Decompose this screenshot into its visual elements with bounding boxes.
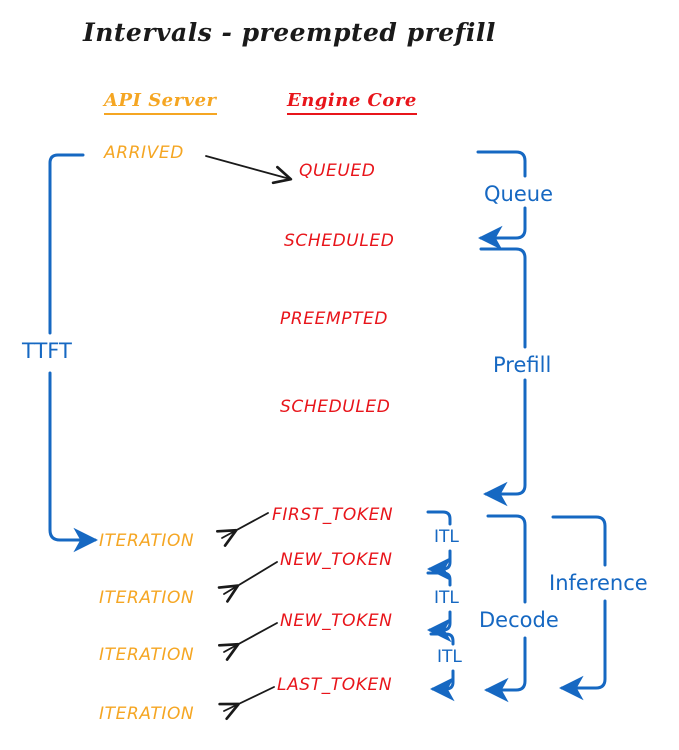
event-arrived: ARRIVED bbox=[104, 143, 184, 163]
event-iteration-2: ITERATION bbox=[99, 588, 195, 608]
arrow-first-token-to-iteration bbox=[222, 512, 269, 538]
event-queued: QUEUED bbox=[299, 161, 376, 181]
interval-label-queue: Queue bbox=[484, 182, 553, 206]
event-new-token-2: NEW_TOKEN bbox=[280, 611, 393, 631]
interval-label-inference: Inference bbox=[549, 571, 648, 595]
interval-label-itl-3: ITL bbox=[437, 647, 462, 667]
event-new-token-1: NEW_TOKEN bbox=[280, 550, 393, 570]
event-scheduled-2: SCHEDULED bbox=[280, 397, 391, 417]
arrow-new-token-1-to-iteration bbox=[224, 561, 278, 594]
interval-label-ttft: TTFT bbox=[22, 339, 72, 363]
page-title: Intervals - preempted prefill bbox=[83, 18, 496, 47]
event-iteration-1: ITERATION bbox=[99, 531, 195, 551]
interval-bracket-inference bbox=[551, 515, 607, 701]
event-preempted: PREEMPTED bbox=[280, 309, 389, 329]
event-iteration-3: ITERATION bbox=[99, 645, 195, 665]
arrow-last-token-to-iteration bbox=[224, 686, 275, 711]
interval-bracket-decode bbox=[484, 514, 527, 703]
interval-label-itl-1: ITL bbox=[434, 527, 459, 547]
arrow-new-token-2-to-iteration bbox=[224, 622, 278, 652]
event-last-token: LAST_TOKEN bbox=[277, 675, 393, 695]
event-scheduled-1: SCHEDULED bbox=[284, 231, 395, 251]
event-first-token: FIRST_TOKEN bbox=[272, 505, 394, 525]
interval-label-prefill: Prefill bbox=[493, 353, 552, 377]
event-iteration-4: ITERATION bbox=[99, 704, 195, 724]
arrow-arrived-to-queued bbox=[205, 155, 293, 185]
interval-label-itl-2: ITL bbox=[434, 588, 459, 608]
column-header-engine-core: Engine Core bbox=[287, 90, 417, 115]
interval-label-decode: Decode bbox=[479, 608, 559, 632]
column-header-api-server: API Server bbox=[104, 90, 217, 115]
